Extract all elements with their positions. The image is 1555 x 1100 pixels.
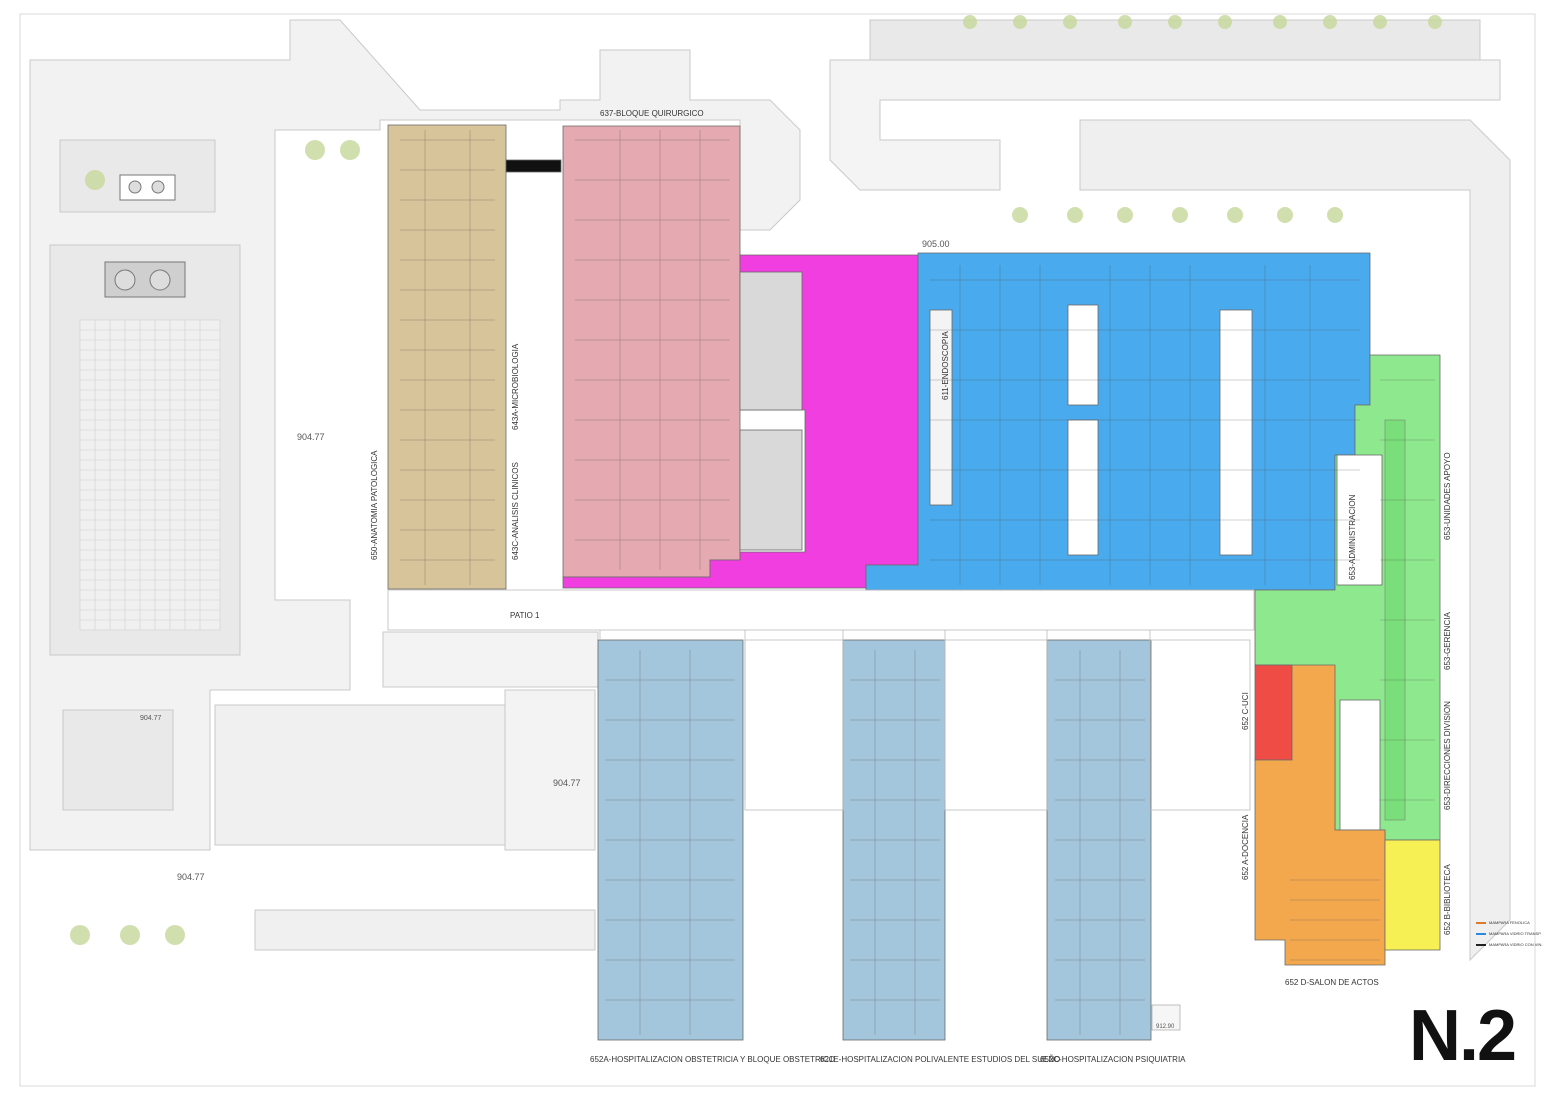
level-904-d: 904.77 — [140, 715, 162, 722]
sheet-label: N.2 — [1408, 996, 1517, 1076]
level-905: 905.00 — [922, 239, 950, 249]
legend-label: MAMPARA VIDRIO CON VIN. — [1489, 942, 1543, 947]
label-hosp-b: 621E-HOSPITALIZACION POLIVALENTE ESTUDIO… — [820, 1055, 1060, 1064]
label-docencia: 652 A-DOCENCIA — [1241, 814, 1250, 880]
zone-biblioteca — [1384, 839, 1441, 951]
zone-bloque-quirurgico-link — [505, 159, 562, 173]
label-patio-1: PATIO 1 — [510, 611, 540, 620]
zones — [387, 124, 1441, 1041]
label-anatomia: 650-ANATOMIA PATOLOGICA — [370, 450, 379, 560]
level-904-c: 904.77 — [177, 872, 205, 882]
label-administracion: 653-ADMINISTRACION — [1348, 494, 1357, 580]
courtyard-b — [739, 429, 803, 551]
legend-swatch — [1476, 921, 1486, 924]
legend-item: MAMPARA FENOLICA — [1476, 917, 1546, 928]
stair-core — [1151, 1004, 1181, 1031]
patio-d — [929, 309, 953, 506]
legend-item: MAMPARA VIDRIO CON VIN. — [1476, 939, 1546, 950]
legend-label: MAMPARA VIDRIO TRANSP. — [1489, 931, 1542, 936]
legend-swatch — [1476, 943, 1486, 946]
zone-docencia — [1254, 664, 1386, 966]
label-analisis: 643C-ANALISIS CLINICOS — [511, 462, 520, 560]
label-gerencia: 653-GERENCIA — [1443, 612, 1452, 670]
level-904-b: 904.77 — [553, 778, 581, 788]
label-biblioteca: 652 B-BIBLIOTECA — [1443, 864, 1452, 935]
label-direcciones: 653-DIRECCIONES DIVISION — [1443, 701, 1452, 810]
zone-anatomia-patologica — [387, 124, 507, 590]
label-uci: 652 C-UCI — [1241, 692, 1250, 730]
corridors — [387, 589, 1255, 811]
level-912: 912.90 — [1156, 1024, 1175, 1030]
legend-swatch — [1476, 932, 1486, 935]
room-partitions — [400, 130, 1435, 1035]
mechanical-equipment — [104, 174, 186, 298]
patio-c — [1219, 309, 1253, 556]
label-salon-actos: 652 D-SALON DE ACTOS — [1285, 978, 1379, 987]
label-quirurgico: 637-BLOQUE QUIRURGICO — [600, 109, 704, 118]
label-unidades-apoyo: 653-UNIDADES APOYO — [1443, 452, 1452, 540]
patio-white-2 — [1339, 699, 1381, 831]
zone-bloque-quirurgico — [562, 125, 741, 578]
level-904-a: 904.77 — [297, 432, 325, 442]
legend-item: MAMPARA VIDRIO TRANSP. — [1476, 928, 1546, 939]
legend: MAMPARA FENOLICA MAMPARA VIDRIO TRANSP. … — [1476, 917, 1546, 950]
zone-uci — [1254, 664, 1293, 761]
parking-area — [79, 319, 221, 631]
patio-a — [1067, 304, 1099, 406]
label-endoscopia: 611-ENDOSCOPIA — [941, 331, 950, 400]
courtyard-a — [739, 271, 803, 411]
legend-label: MAMPARA FENOLICA — [1489, 920, 1530, 925]
label-microbiologia: 643A-MICROBIOLOGIA — [511, 343, 520, 430]
label-hosp-c: 652C-HOSPITALIZACION PSIQUIATRIA — [1040, 1055, 1186, 1064]
label-hosp-a: 652A-HOSPITALIZACION OBSTETRICIA Y BLOQU… — [590, 1055, 835, 1064]
patio-b — [1067, 419, 1099, 556]
sheet-border — [19, 13, 1536, 1087]
